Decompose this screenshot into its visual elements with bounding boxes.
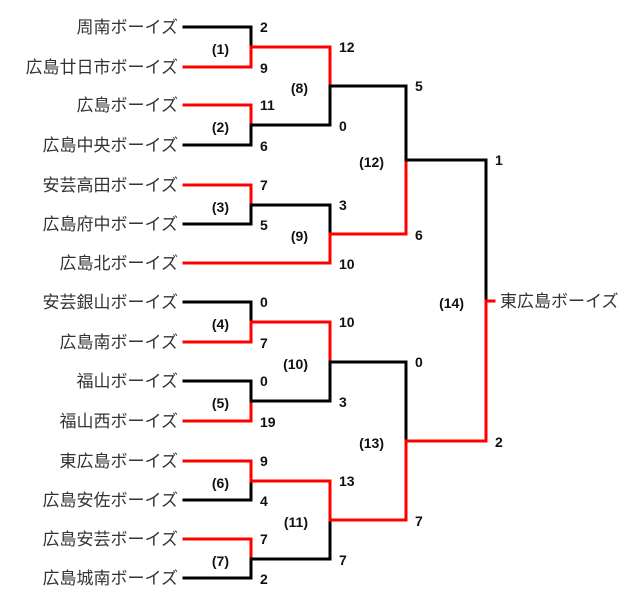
match-label: (13) [359,435,384,451]
score: 9 [260,453,268,469]
score: 13 [339,473,355,489]
team-name: 周南ボーイズ [77,18,179,38]
score: 5 [415,78,423,94]
score: 1 [495,152,503,168]
score: 0 [260,373,268,389]
match-label: (12) [359,154,384,170]
score: 11 [260,97,275,113]
match-label: (9) [291,228,308,244]
match-label: (10) [283,356,308,372]
team-name: 福山西ボーイズ [60,412,179,432]
team-name: 広島廿日市ボーイズ [26,58,179,78]
match-label: (14) [439,295,464,311]
team-name: 広島城南ボーイズ [43,569,179,589]
match-label: (3) [212,199,229,215]
score: 0 [260,294,268,310]
match-label: (8) [291,80,308,96]
match-label: (7) [212,553,229,569]
team-name: 安芸高田ボーイズ [43,176,179,196]
match-label: (1) [212,41,229,57]
score: 7 [260,531,268,547]
score: 3 [339,394,347,410]
match-label: (4) [212,316,229,332]
team-name: 広島北ボーイズ [60,254,179,274]
score: 19 [260,414,276,430]
match-label: (5) [212,395,229,411]
team-name: 広島中央ボーイズ [43,136,179,156]
champion-name: 東広島ボーイズ [500,292,619,312]
score: 7 [260,177,268,193]
score: 2 [260,19,268,35]
score: 6 [415,227,423,243]
team-name: 福山ボーイズ [77,372,179,392]
score: 2 [495,434,503,450]
score: 12 [339,39,355,55]
score: 9 [260,60,268,76]
team-name: 広島ボーイズ [77,96,179,116]
score: 2 [260,571,268,587]
team-name: 広島府中ボーイズ [43,215,179,235]
score: 7 [339,552,347,568]
score: 6 [260,138,268,154]
match-label: (2) [212,119,229,135]
score: 3 [339,197,347,213]
team-name: 広島安佐ボーイズ [43,491,179,511]
team-name: 広島安芸ボーイズ [43,530,179,550]
match-label: (11) [284,514,308,530]
score: 0 [339,118,347,134]
score: 10 [339,314,355,330]
score: 4 [260,493,268,509]
score: 7 [260,335,268,351]
score: 0 [415,354,423,370]
score: 10 [339,256,355,272]
score: 5 [260,217,268,233]
team-name: 東広島ボーイズ [60,452,179,472]
match-label: (6) [212,475,229,491]
score: 7 [415,513,423,529]
team-name: 安芸銀山ボーイズ [43,293,179,313]
team-name: 広島南ボーイズ [60,333,179,353]
